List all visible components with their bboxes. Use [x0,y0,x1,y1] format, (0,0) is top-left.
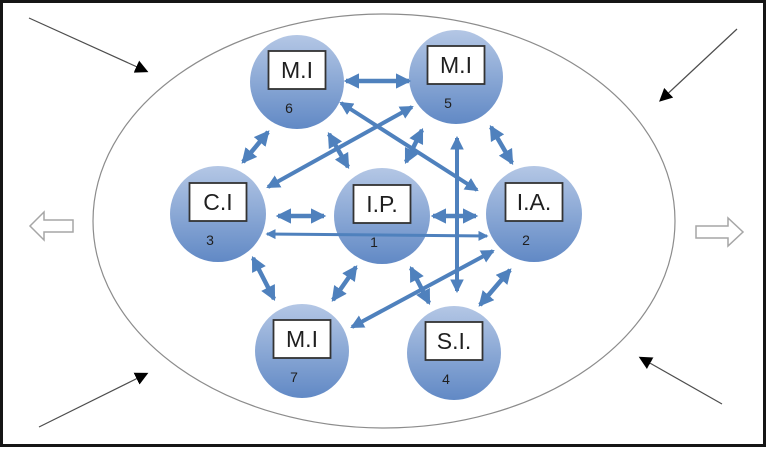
node-label-box [188,182,248,222]
node-mi-7: M.I 7 [255,304,349,398]
system-boundary-ellipse [92,13,676,429]
node-label-box [267,50,327,90]
node-number: 7 [290,369,298,385]
node-mi-6: M.I 6 [250,35,344,129]
edge-6-3 [241,130,270,164]
node-label-box [504,182,564,222]
external-arrow-top-right-icon [659,28,738,102]
node-number: 5 [444,95,452,111]
node-label: I.P. [366,191,398,217]
node-number: 2 [522,232,530,248]
external-arrow-bottom-right-icon [638,356,723,405]
node-mi-5: M.I 5 [409,30,503,124]
edge-4-2 [478,268,512,307]
block-arrow-right-icon [695,216,745,248]
node-label: M.I [440,52,472,78]
edge-3-7 [250,255,277,302]
edge-3-2 [265,228,489,242]
node-label: I.A. [517,189,552,215]
node-ci-3: C.I 3 [170,166,266,262]
node-number: 3 [206,232,214,248]
node-label-box [352,184,412,224]
node-number: 6 [285,100,293,116]
node-ip-1: I.P. 1 [334,168,430,264]
node-label: C.I [203,189,232,215]
node-label-box [272,319,332,359]
node-si-4: S.I. 4 [407,306,501,400]
node-label-box [426,45,486,85]
edge-5-3 [266,105,414,189]
node-label: M.I [286,326,318,352]
node-ia-2: I.A. 2 [486,166,582,262]
edge-7-2 [350,249,495,329]
node-label: S.I. [437,328,472,354]
node-number: 1 [370,234,378,250]
block-arrow-left-icon [28,210,74,242]
external-arrow-bottom-left-icon [38,372,149,428]
external-arrow-top-left-icon [28,17,149,73]
node-label: M.I [281,57,313,83]
node-number: 4 [442,371,450,387]
edge-5-2 [489,125,514,165]
edge-5-1 [403,127,425,165]
node-label-box [424,321,484,361]
